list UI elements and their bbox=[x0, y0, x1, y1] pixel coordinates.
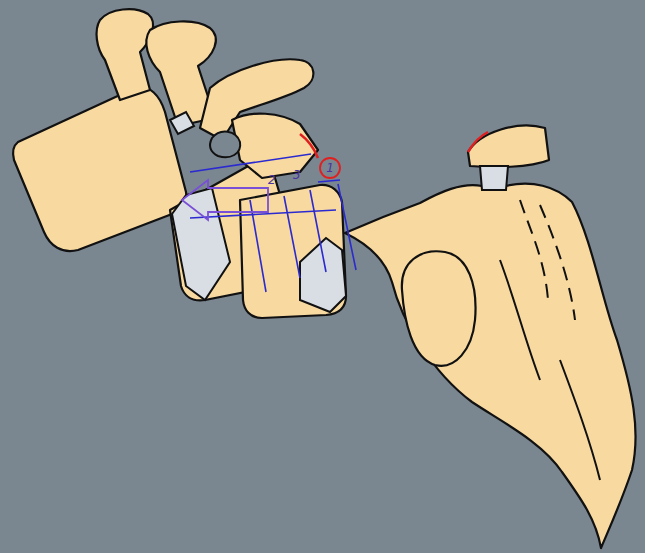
circle-outline bbox=[320, 158, 340, 178]
callout-circle: 1 bbox=[319, 157, 341, 179]
direction-arrow bbox=[182, 180, 268, 220]
disc bbox=[300, 238, 346, 312]
foramen bbox=[210, 132, 240, 158]
sacral-facet bbox=[468, 125, 549, 167]
measure-line bbox=[318, 180, 340, 182]
callout-number: 3 bbox=[293, 169, 301, 181]
disc bbox=[480, 166, 508, 190]
sacral-ala bbox=[402, 251, 476, 365]
articular-process bbox=[232, 114, 318, 178]
vertebral-body bbox=[240, 185, 346, 318]
measure-line bbox=[284, 196, 300, 278]
facet-mark bbox=[468, 132, 488, 152]
sacrum bbox=[345, 184, 636, 548]
measure-line bbox=[338, 184, 356, 270]
measure-line bbox=[310, 190, 326, 272]
vertebral-body bbox=[13, 87, 186, 251]
callout-number: 1 bbox=[326, 162, 334, 174]
sacral-line bbox=[540, 205, 575, 320]
callout-number: 2 bbox=[268, 174, 276, 186]
disc bbox=[170, 112, 194, 134]
measure-line bbox=[250, 200, 266, 292]
measure-line bbox=[190, 154, 311, 172]
disc bbox=[172, 188, 230, 300]
spinous-process bbox=[97, 9, 153, 100]
sacral-line bbox=[560, 360, 600, 480]
sacral-line bbox=[500, 260, 540, 380]
